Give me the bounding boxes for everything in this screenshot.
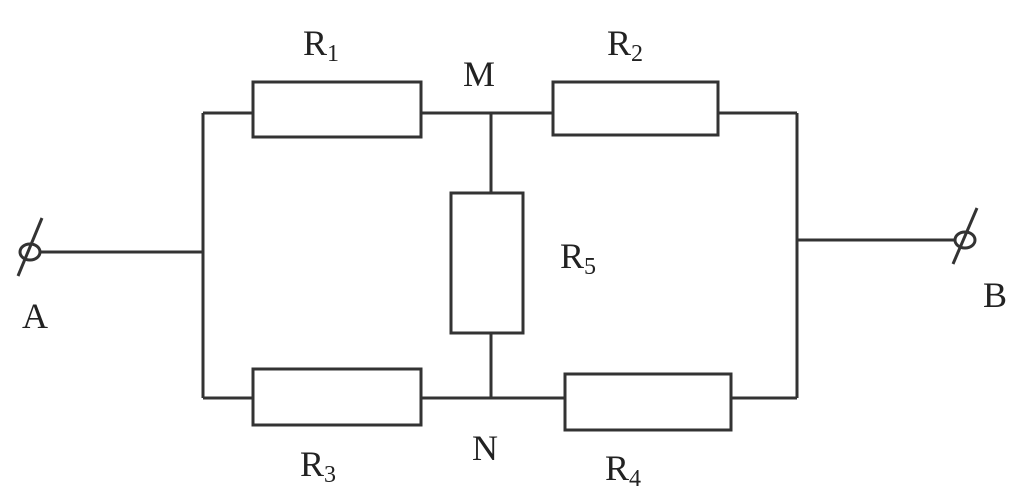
terminal-a-label: A bbox=[22, 296, 48, 336]
label-r5: R5 bbox=[560, 236, 596, 280]
terminal-b-icon bbox=[951, 207, 979, 265]
resistor-r3 bbox=[251, 367, 423, 427]
label-r1: R1 bbox=[303, 23, 339, 67]
label-r3: R3 bbox=[300, 444, 336, 488]
node-m-label: M bbox=[463, 54, 495, 94]
label-r2: R2 bbox=[607, 23, 643, 67]
wires bbox=[40, 111, 955, 400]
resistor-r2 bbox=[551, 80, 720, 137]
resistor-r5 bbox=[449, 191, 525, 335]
terminal-a-icon bbox=[16, 217, 44, 277]
terminal-b-label: B bbox=[983, 275, 1007, 315]
node-n-label: N bbox=[472, 428, 498, 468]
resistor-r4 bbox=[563, 372, 733, 432]
label-r4: R4 bbox=[605, 448, 641, 492]
resistor-r1 bbox=[251, 80, 423, 139]
